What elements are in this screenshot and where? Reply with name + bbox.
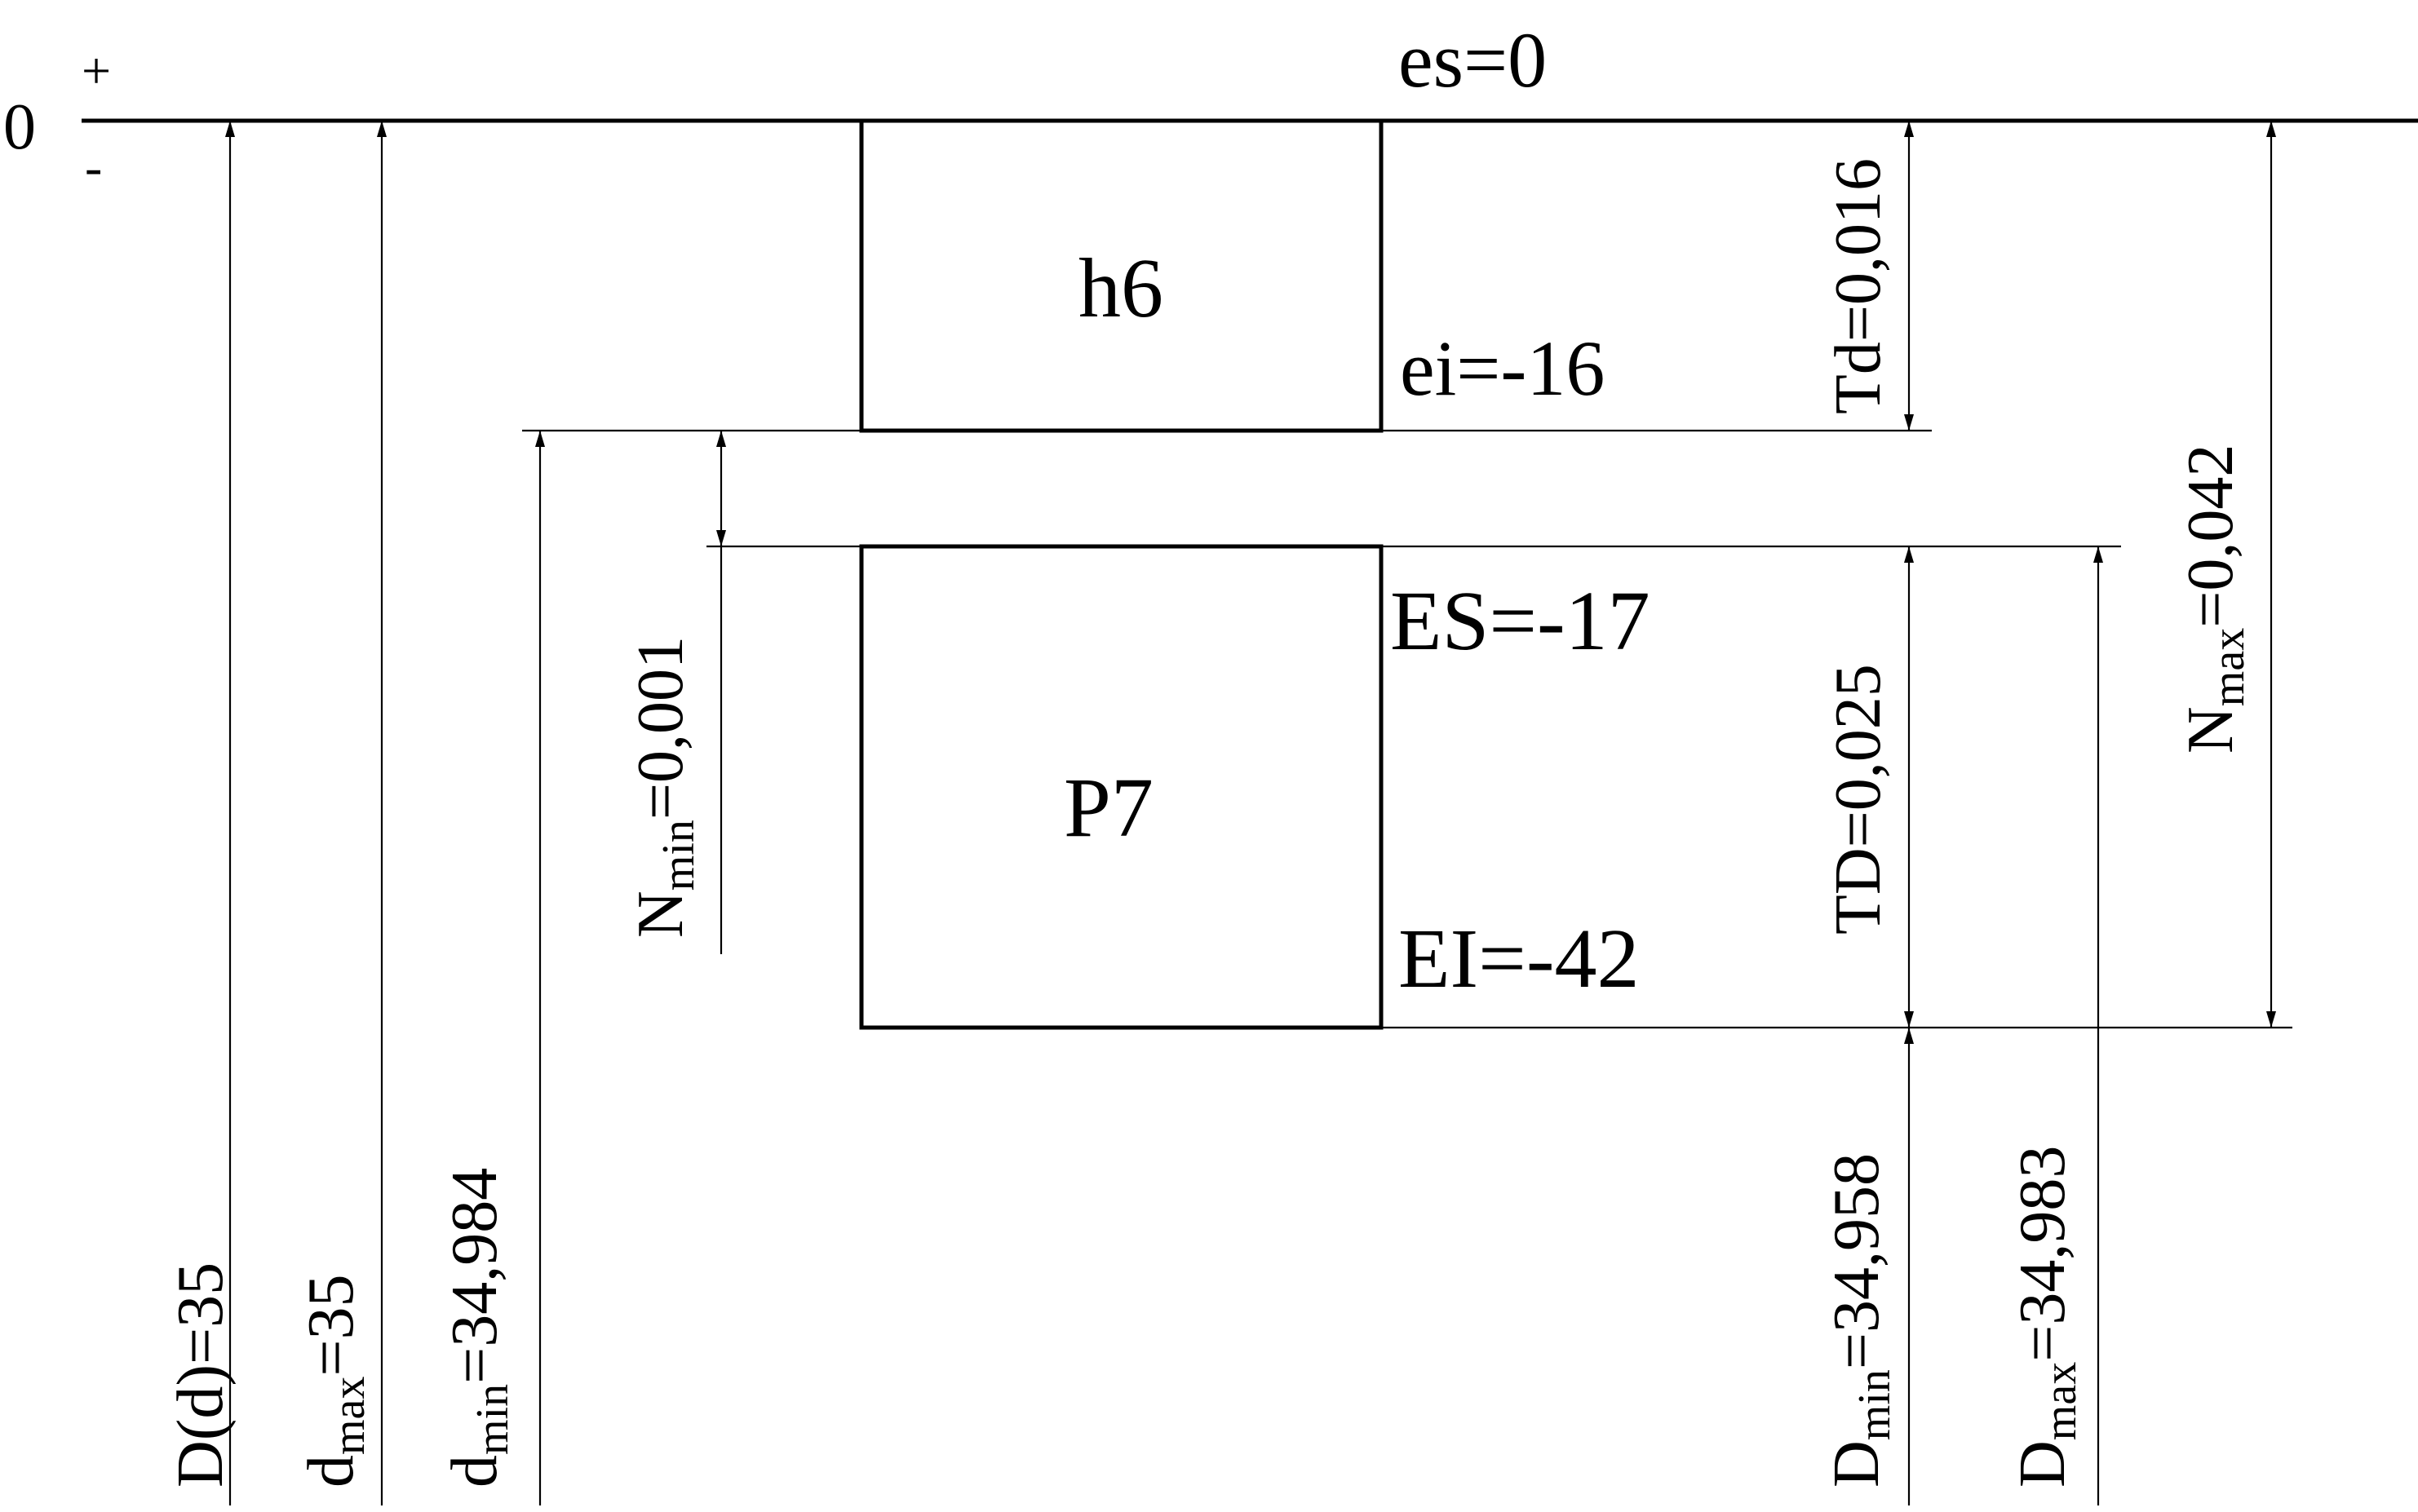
hole-ei-label: EI=-42	[1398, 912, 1639, 1006]
shaft-ei-label: ei=-16	[1400, 325, 1605, 412]
n-min-label: Nmin=0,001	[625, 636, 704, 938]
D-max-label: Dmax=34,983	[2007, 1146, 2086, 1488]
hole-zone-label: P7	[1064, 761, 1154, 855]
shaft-tolerance-zone	[859, 118, 1384, 433]
minus-sign: -	[85, 138, 102, 196]
es-label: es=0	[1398, 16, 1547, 104]
hole-tolerance-zone	[859, 544, 1384, 1030]
d-min-label: dmin=34,984	[439, 1168, 518, 1488]
nominal-size-label: D(d)=35	[165, 1262, 237, 1488]
n-max-label: Nmax=0,042	[2175, 444, 2254, 754]
td-hole-label: TD=0,025	[1822, 664, 1894, 935]
plus-sign: +	[82, 42, 111, 99]
shaft-zone-label: h6	[1078, 241, 1163, 335]
hole-es-label: ES=-17	[1390, 574, 1650, 668]
D-min-label: Dmin=34,958	[1821, 1153, 1900, 1488]
td-shaft-label: Td=0,016	[1822, 158, 1894, 414]
zero-label: 0	[3, 91, 36, 163]
d-max-label: dmax=35	[295, 1274, 374, 1488]
